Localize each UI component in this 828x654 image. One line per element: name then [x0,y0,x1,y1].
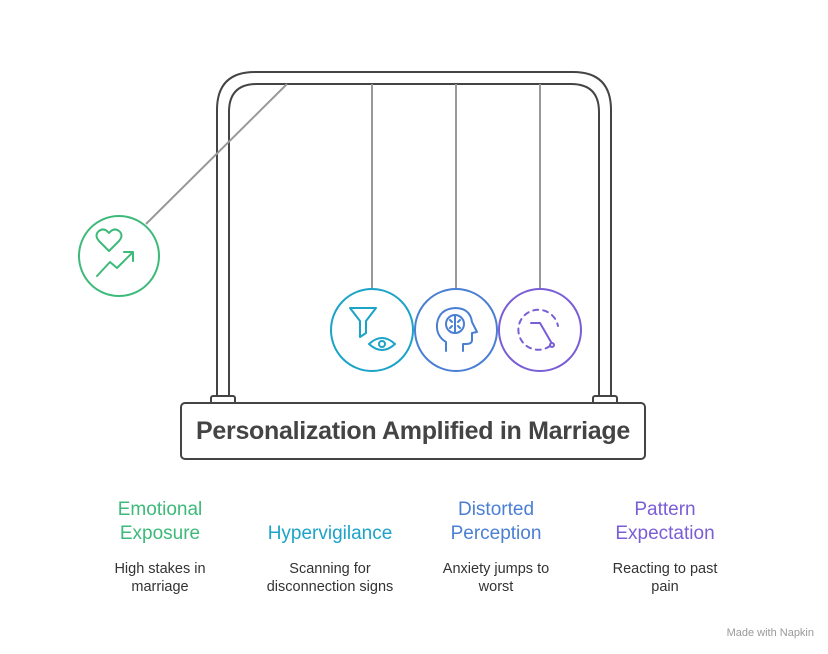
item-description: Reacting to past pain [580,560,750,596]
dashed-clock-icon [517,308,559,351]
item-description-line1: Anxiety jumps to [442,561,550,577]
item-title-line1: Pattern [634,499,696,520]
ball-emotional-exposure [78,215,160,297]
item-hypervigilance: Hypervigilance Scanning for disconnectio… [245,522,415,596]
item-description-line1: Reacting to past [612,561,718,577]
item-pattern-expectation: Pattern Expectation Reacting to past pai… [580,498,750,596]
item-description: Scanning for disconnection signs [245,560,415,596]
item-description-line1: High stakes in [114,561,206,577]
cradle-frame-outer [216,71,612,402]
item-title-line2: Exposure [119,523,201,544]
head-brain-icon [435,307,478,352]
item-distorted-perception: Distorted Perception Anxiety jumps to wo… [411,498,581,596]
watermark-text: Made with Napkin [726,627,814,639]
item-title-line1: Distorted [457,499,535,520]
item-title: Distorted Perception [411,498,581,546]
heart-growth-icon [95,228,134,277]
diagram-title: Personalization Amplified in Marriage [196,416,630,445]
item-title-line1: Hypervigilance [267,523,393,544]
item-description: Anxiety jumps to worst [411,560,581,596]
item-title: Emotional Exposure [75,498,245,546]
funnel-eye-icon [349,307,396,351]
item-description: High stakes in marriage [75,560,245,596]
string-1 [145,83,288,225]
item-description-line2: pain [651,579,679,595]
item-title: Hypervigilance [245,522,415,546]
ball-distorted-perception [414,288,498,372]
item-title-line1: Emotional [117,499,203,520]
ball-hypervigilance [330,288,414,372]
item-title-line2: Perception [450,523,542,544]
item-description-line1: Scanning for [289,561,371,577]
ball-pattern-expectation [498,288,582,372]
item-title-line2: Expectation [615,523,715,544]
item-emotional-exposure: Emotional Exposure High stakes in marria… [75,498,245,596]
item-description-line2: marriage [131,579,189,595]
item-title: Pattern Expectation [580,498,750,546]
cradle-frame-inner [228,83,600,402]
napkin-watermark: Made with Napkin [727,627,814,639]
item-description-line2: disconnection signs [266,579,394,595]
cradle-base: Personalization Amplified in Marriage [180,402,646,460]
item-description-line2: worst [478,579,514,595]
